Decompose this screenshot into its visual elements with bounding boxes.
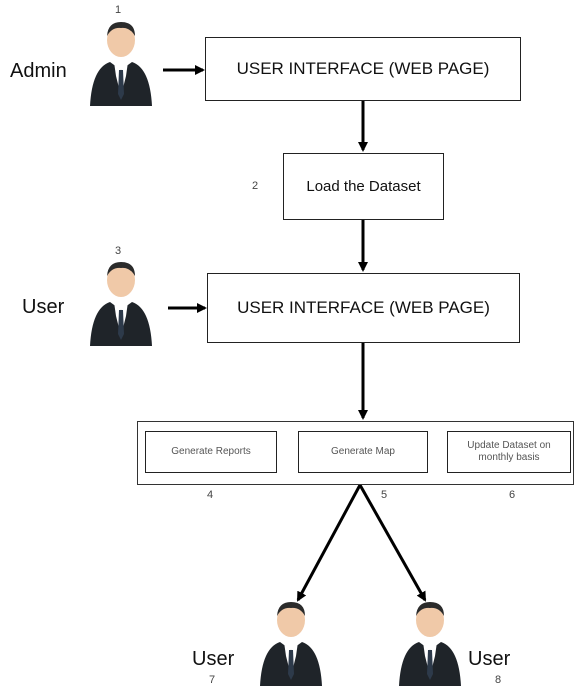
ui-mid-label: USER INTERFACE (WEB PAGE)	[237, 298, 490, 317]
user-interface-box-middle: USER INTERFACE (WEB PAGE)	[207, 273, 520, 343]
businessman-icon	[88, 258, 154, 351]
load-dataset-number: 2	[252, 180, 259, 192]
update-dataset-label: Update Dataset on monthly basis	[467, 439, 551, 464]
module-number-6: 6	[509, 489, 516, 501]
actor-label-user-7: User	[192, 648, 235, 670]
ui-top-label: USER INTERFACE (WEB PAGE)	[236, 59, 490, 78]
businessman-icon	[397, 598, 463, 691]
businessman-icon	[258, 598, 324, 691]
user-interface-box-top: USER INTERFACE (WEB PAGE)	[205, 37, 521, 101]
load-dataset-label: Load the Dataset	[306, 178, 421, 195]
actor-number-1: 1	[115, 4, 122, 16]
actor-label-admin: Admin	[10, 60, 67, 82]
generate-map-box: Generate Map	[298, 431, 428, 473]
actor-number-3: 3	[115, 245, 122, 257]
update-dataset-box: Update Dataset on monthly basis	[447, 431, 571, 473]
businessman-icon	[88, 18, 154, 111]
module-number-5: 5	[381, 489, 388, 501]
generate-reports-box: Generate Reports	[145, 431, 277, 473]
generate-map-label: Generate Map	[331, 445, 395, 457]
module-number-4: 4	[207, 489, 214, 501]
actor-number-8: 8	[495, 674, 502, 686]
load-dataset-box: Load the Dataset	[283, 153, 444, 220]
actor-label-user-8: User	[468, 648, 511, 670]
arrow-modules-to-user7	[296, 484, 362, 602]
actor-label-user-3: User	[22, 296, 65, 318]
actor-number-7: 7	[209, 674, 216, 686]
arrow-modules-to-user8	[358, 484, 427, 602]
generate-reports-label: Generate Reports	[171, 445, 251, 457]
